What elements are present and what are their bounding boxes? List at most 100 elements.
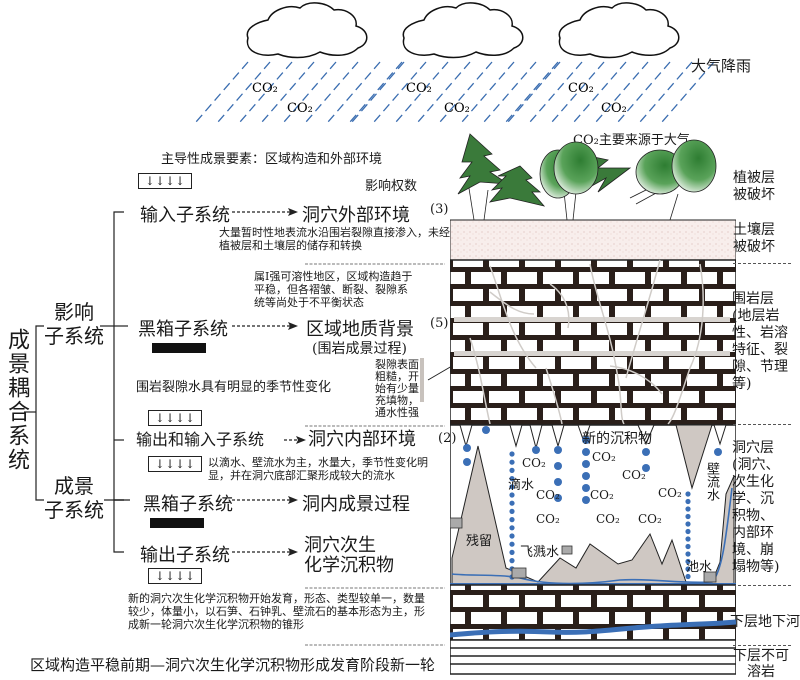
output-note: 新的洞穴次生化学沉积物开始发育，形态、类型较单一，数量较少，体量小，以石笋、石钟…	[128, 592, 425, 631]
underground-river	[450, 619, 736, 638]
insoluble-label-line1: 下层不可	[733, 648, 789, 664]
underground-river-label: 下层地下河	[730, 614, 800, 630]
drip-dot	[509, 492, 515, 498]
fissures	[469, 259, 704, 425]
co2-sky-6: CO₂	[601, 101, 627, 116]
insoluble-layer-label: 下层不可 溶岩	[733, 648, 789, 680]
host-rock-layer	[450, 259, 736, 426]
water-arrows-icon: ↓↓↓↓	[148, 456, 202, 472]
tree-connectors	[24, 208, 453, 646]
drip-label: 滴水	[508, 478, 535, 493]
geology-background-label: 区域地质背景	[306, 319, 414, 340]
drip-dot	[509, 541, 515, 547]
drip-dot	[509, 459, 515, 465]
leading-factor-label: 主导性成景要素：区域构造和外部环境	[161, 152, 383, 167]
cave-label-line-5: 积物、	[732, 508, 774, 524]
influence-subsystem-label: 影响 子系统	[44, 300, 104, 348]
collapse-block-icon	[450, 517, 463, 529]
drip-dot	[509, 517, 515, 523]
geology-note: 属I强可溶性地区，区域构造趋于平稳，但各褶皱、断裂、裂隙系统等尚处于不平衡状态	[254, 270, 413, 309]
divider	[733, 645, 791, 646]
cave-label-line-6: 内部环	[732, 525, 774, 541]
output-arrows-icon: ↓↓↓↓	[148, 568, 202, 584]
splash-label: 飞溅水	[520, 545, 560, 560]
drip-dot	[509, 451, 515, 457]
drip-dot	[714, 448, 722, 456]
coupling-system-title: 成景耦合系统	[4, 328, 29, 472]
rain-streak	[507, 61, 561, 123]
conifer-tree-icon	[457, 133, 510, 195]
rain-label: 大气降雨	[691, 57, 752, 75]
co2-sky-2: CO₂	[287, 101, 313, 116]
co2-cave-9: CO₂	[658, 486, 682, 500]
vegetation-label-line1: 植被层	[733, 170, 775, 186]
input-subsystem-label: 输入子系统	[140, 205, 230, 226]
drip-dot	[509, 558, 515, 564]
cave-label-line-3: 次生化	[732, 474, 774, 490]
divider	[733, 585, 791, 586]
drip-dot	[554, 446, 562, 454]
co2-sky-4: CO₂	[444, 101, 470, 116]
cave-label-line-8: 塌物等)	[732, 559, 780, 575]
weight-5: (5)	[430, 316, 449, 331]
drip-dot	[685, 543, 691, 550]
cloud-3	[558, 2, 680, 59]
drip-dot	[582, 484, 590, 492]
scenery-subsystem-line2: 子系统	[44, 498, 104, 522]
black-box-subsystem-2-label: 黑箱子系统	[143, 494, 233, 515]
drip-dot	[685, 566, 691, 572]
co2-sky-3: CO₂	[406, 81, 432, 96]
new-deposit-label: 新的沉积物	[582, 431, 652, 447]
cloud-2	[402, 2, 524, 59]
drip-dot	[685, 558, 691, 565]
host-rock-label-line-6: 等)	[732, 376, 752, 392]
rain-streak	[483, 61, 537, 123]
scenery-subsystem-line1: 成景	[54, 474, 94, 498]
drip-dot	[463, 458, 471, 466]
drip-dot	[582, 472, 590, 480]
drip-dot	[554, 494, 562, 502]
drip-dot	[554, 462, 562, 470]
divider	[733, 424, 791, 425]
fissure-sample-icon	[420, 358, 424, 402]
figure-caption: 区域构造平稳前期—洞穴次生化学沉积物形成发育阶段新一轮	[30, 656, 436, 674]
co2-sky-5: CO₂	[568, 81, 594, 96]
input-note: 大量暂时性地表流水沿围岩裂隙直接渗入，未经植被层和土壤层的储存和转换	[219, 226, 450, 252]
wall-flow-water	[451, 487, 733, 585]
wall-flow-label: 壁流水	[704, 462, 719, 501]
influence-subsystem-line1: 影响	[54, 300, 94, 324]
co2-cave-8: CO₂	[638, 512, 662, 526]
black-box-2-icon	[150, 518, 204, 528]
drip-dot	[509, 525, 515, 531]
secondary-deposit-label: 洞穴次生 化学沉积物	[304, 536, 394, 576]
drip-dot	[685, 513, 691, 520]
host-rock-layer-label: 围岩层(地层岩性、岩溶特征、裂隙、节理等)	[732, 291, 788, 393]
drip-dot	[482, 426, 490, 434]
output-input-arrows-icon: ↓↓↓↓	[148, 410, 202, 426]
black-box-icon	[152, 343, 206, 353]
internal-environment-label: 洞穴内部环境	[308, 429, 416, 450]
host-rock-label-line-4: 特征、裂	[732, 342, 788, 358]
co2-cave-5: CO₂	[622, 468, 646, 482]
cave-label-line-7: 境、崩	[732, 542, 774, 558]
arrow-head-icon	[288, 208, 298, 216]
host-rock-label-line-3: 性、岩溶	[732, 325, 788, 341]
drip-dot	[685, 536, 691, 542]
drip-dot	[509, 549, 515, 555]
host-rock-process-label: (围岩成景过程)	[312, 341, 407, 357]
drip-dot	[582, 448, 590, 456]
drip-dot	[582, 460, 590, 468]
cave-label-line-4: 学、沉	[732, 491, 774, 507]
drip-dot	[509, 467, 515, 473]
seasonal-note: 围岩裂隙水具有明显的季节性变化	[136, 380, 332, 395]
weight-2: (2)	[438, 431, 457, 446]
drip-dot	[685, 521, 691, 527]
pool-label: 池水	[686, 560, 713, 575]
host-rock-label-line-1: 围岩层	[732, 291, 774, 307]
stalactite-icon	[459, 424, 473, 448]
host-rock-label-line-2: (地层岩	[732, 308, 780, 324]
drip-dot	[554, 478, 562, 486]
drip-dot	[685, 528, 691, 535]
weight-label: 影响权数	[365, 179, 418, 194]
drip-dot	[685, 506, 691, 512]
